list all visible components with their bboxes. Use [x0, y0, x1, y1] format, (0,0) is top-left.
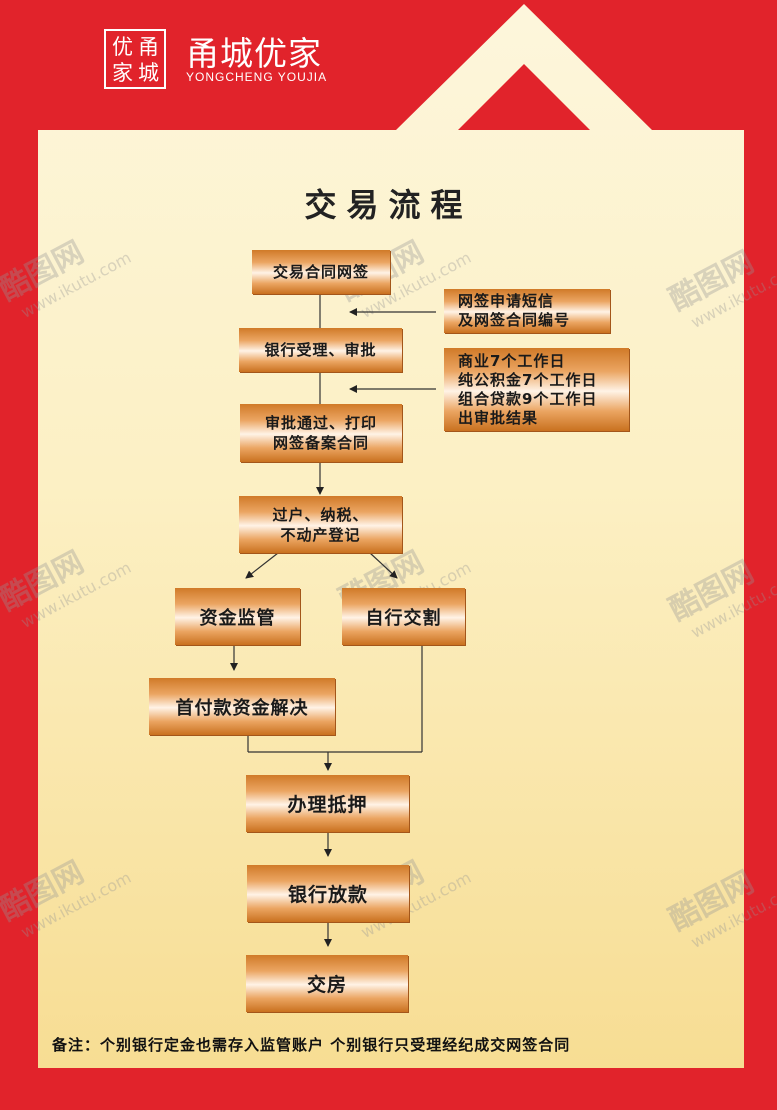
note-line: 网签申请短信 — [458, 292, 555, 310]
step-down-payment: 首付款资金解决 — [149, 678, 335, 735]
note-line: 出审批结果 — [458, 408, 539, 427]
seal-char: 城 — [138, 61, 159, 85]
brand-subtitle: YONGCHENG YOUJIA — [186, 70, 328, 84]
branch-arrow-left — [245, 552, 279, 579]
brand-seal-logo: 优 甬 家 城 — [104, 29, 166, 89]
step-bank-review: 银行受理、审批 — [239, 328, 402, 372]
step-label: 过户、纳税、 — [272, 505, 369, 524]
note-approval-days: 商业7个工作日 纯公积金7个工作日 组合贷款9个工作日 出审批结果 — [444, 348, 629, 431]
step-label: 资金监管 — [199, 607, 276, 629]
step-contract-signing: 交易合同网签 — [252, 250, 390, 294]
seal-char: 优 — [112, 35, 133, 59]
step-bank-loan: 银行放款 — [247, 865, 409, 922]
step-label: 审批通过、打印 — [264, 414, 377, 432]
step-label: 自行交割 — [365, 607, 442, 629]
seal-char: 家 — [112, 61, 133, 85]
step-mortgage: 办理抵押 — [246, 775, 409, 832]
step-label: 银行放款 — [287, 884, 368, 906]
footnote: 备注：个别银行定金也需存入监管账户 个别银行只受理经纪成交网签合同 — [52, 1036, 571, 1054]
step-label: 银行受理、审批 — [264, 341, 377, 359]
page-title: 交易流程 — [304, 186, 473, 224]
step-label: 网签备案合同 — [272, 434, 369, 452]
step-transfer-registration: 过户、纳税、 不动产登记 — [239, 496, 402, 553]
step-label: 办理抵押 — [287, 794, 368, 816]
seal-char: 甬 — [138, 35, 159, 59]
step-label: 交易合同网签 — [272, 263, 369, 281]
note-line: 及网签合同编号 — [458, 311, 571, 329]
roof-red-triangle — [458, 64, 590, 130]
step-label: 首付款资金解决 — [175, 697, 309, 719]
step-fund-supervision: 资金监管 — [175, 588, 300, 645]
note-line: 组合贷款9个工作日 — [458, 389, 598, 408]
step-approval-print: 审批通过、打印 网签备案合同 — [240, 404, 402, 462]
note-line: 纯公积金7个工作日 — [458, 370, 598, 389]
branch-arrow-right — [369, 552, 398, 579]
step-self-delivery: 自行交割 — [342, 588, 465, 645]
step-handover: 交房 — [246, 955, 408, 1012]
note-sms-contract-number: 网签申请短信 及网签合同编号 — [444, 289, 610, 333]
note-line: 商业7个工作日 — [458, 351, 566, 370]
step-label: 不动产登记 — [280, 525, 361, 544]
brand-name: 甬城优家 — [186, 34, 322, 73]
step-label: 交房 — [306, 974, 347, 996]
